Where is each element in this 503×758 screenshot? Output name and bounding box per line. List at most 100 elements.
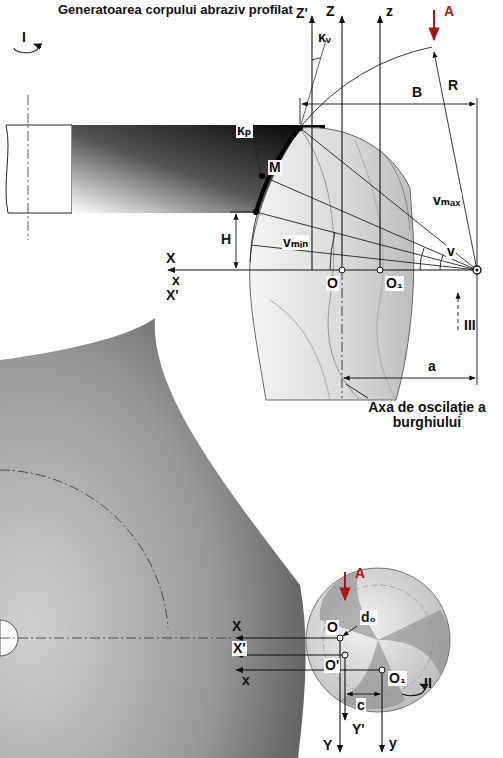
dimension-c: [347, 694, 380, 695]
dimensions-top: [230, 98, 477, 398]
dimension-a: [344, 378, 475, 379]
oscillation-axis: [342, 270, 343, 398]
axis-name: X: [232, 619, 241, 634]
angle-name: vₘₐₓ: [432, 193, 462, 208]
y-small-axis: [381, 670, 382, 752]
angle-name: κᵥ: [318, 30, 331, 45]
point-name: O₁: [385, 276, 404, 291]
axis-name: y: [388, 736, 398, 751]
view-arrow: [433, 10, 435, 40]
z-small-axis: [379, 16, 380, 270]
wheel-body: [0, 318, 306, 758]
angle-arc: [312, 58, 321, 60]
point-o1: [379, 667, 385, 673]
point-o-prime: [342, 652, 348, 658]
ray: [256, 212, 477, 270]
drill-body: [250, 128, 414, 400]
extension-line: [477, 274, 478, 385]
dimension-name: c: [356, 698, 366, 713]
angle-name: κₚ: [236, 123, 253, 138]
dimension-name: H: [220, 232, 232, 247]
point-name: M: [268, 160, 282, 175]
flute-edge: [380, 150, 410, 230]
axis-note: Axa de oscilaţie a burghiului: [362, 400, 492, 431]
offset-arrow: [343, 626, 357, 636]
y-axis: [339, 638, 340, 752]
axis-name: x: [172, 273, 180, 288]
drill-outline: [250, 128, 414, 400]
angle-name: v: [446, 244, 456, 259]
point: [297, 125, 303, 131]
angle-arc: [420, 248, 424, 270]
axis-name: Z': [296, 6, 308, 21]
view-name: A: [444, 4, 454, 19]
angle-name: vₘᵢₙ: [282, 235, 309, 250]
leader-line: [346, 384, 368, 398]
grinding-wheel: [0, 318, 306, 758]
profiled-generatrix: [256, 128, 300, 212]
extension-line: [300, 98, 301, 124]
direction-name: III: [464, 318, 476, 333]
drill-circle: [306, 568, 450, 712]
axes-top: [168, 16, 477, 398]
x-axis: [168, 269, 477, 270]
axes-bottom: [236, 626, 424, 752]
flute-edge: [355, 140, 395, 398]
ray: [300, 128, 477, 270]
dimension-name: B: [412, 85, 422, 100]
point-m: [259, 173, 265, 179]
flute: [320, 570, 378, 640]
x-small-axis: [236, 669, 382, 670]
angle-arc: [254, 148, 262, 150]
axis-name: Y: [322, 738, 333, 753]
ray: [262, 176, 477, 270]
tangent-line: [300, 40, 326, 128]
flute-edge: [270, 300, 330, 400]
x-axis: [236, 637, 340, 638]
axis-name: Z: [326, 4, 335, 19]
rotation-name: I: [22, 30, 26, 45]
dimension-name: a: [428, 359, 436, 374]
dimension-h: [236, 214, 237, 268]
axis-name: x: [242, 673, 250, 688]
construction-lines: [250, 40, 477, 270]
wheel-center: [473, 266, 481, 274]
point-name: O: [326, 620, 339, 635]
z-prime-axis: [311, 16, 312, 270]
wheel-generatrix-arc: [250, 47, 432, 262]
view-name: A: [355, 566, 365, 581]
wheel-center-line: [0, 638, 232, 639]
point-o: [337, 635, 343, 641]
rotation-arrow: [14, 44, 38, 53]
shaft-break: [6, 125, 72, 213]
feed-arrow: [458, 293, 459, 330]
y-prime-axis: [344, 655, 345, 720]
point-name: O: [326, 276, 339, 291]
point-name: O₁: [388, 671, 407, 686]
point-o1: [377, 267, 383, 273]
rotation-name: II: [424, 676, 432, 691]
dimension-name: d₀: [360, 610, 377, 625]
point-name: O': [324, 658, 340, 673]
rotation-axis: [28, 95, 29, 240]
point-o: [339, 267, 345, 273]
dimension-b: [302, 104, 475, 105]
x-prime-axis: [236, 654, 345, 655]
wheel-circle: [0, 470, 168, 628]
axis-name: X': [166, 288, 179, 303]
z-axis: [341, 16, 342, 270]
axis-name: Y': [351, 722, 366, 737]
extension-line: [477, 98, 478, 266]
part-name: Generatoarea corpului abraziv profilat: [58, 3, 293, 17]
axis-name: z: [386, 4, 393, 19]
wheel-center-dot: [476, 269, 479, 272]
radius-name: R: [447, 78, 459, 93]
angle-arc: [440, 255, 443, 270]
axis-name: X: [166, 251, 175, 266]
extension-line: [230, 212, 254, 213]
drill-section: [306, 568, 450, 712]
angle-arc: [330, 232, 335, 270]
radius-line: [434, 52, 477, 270]
